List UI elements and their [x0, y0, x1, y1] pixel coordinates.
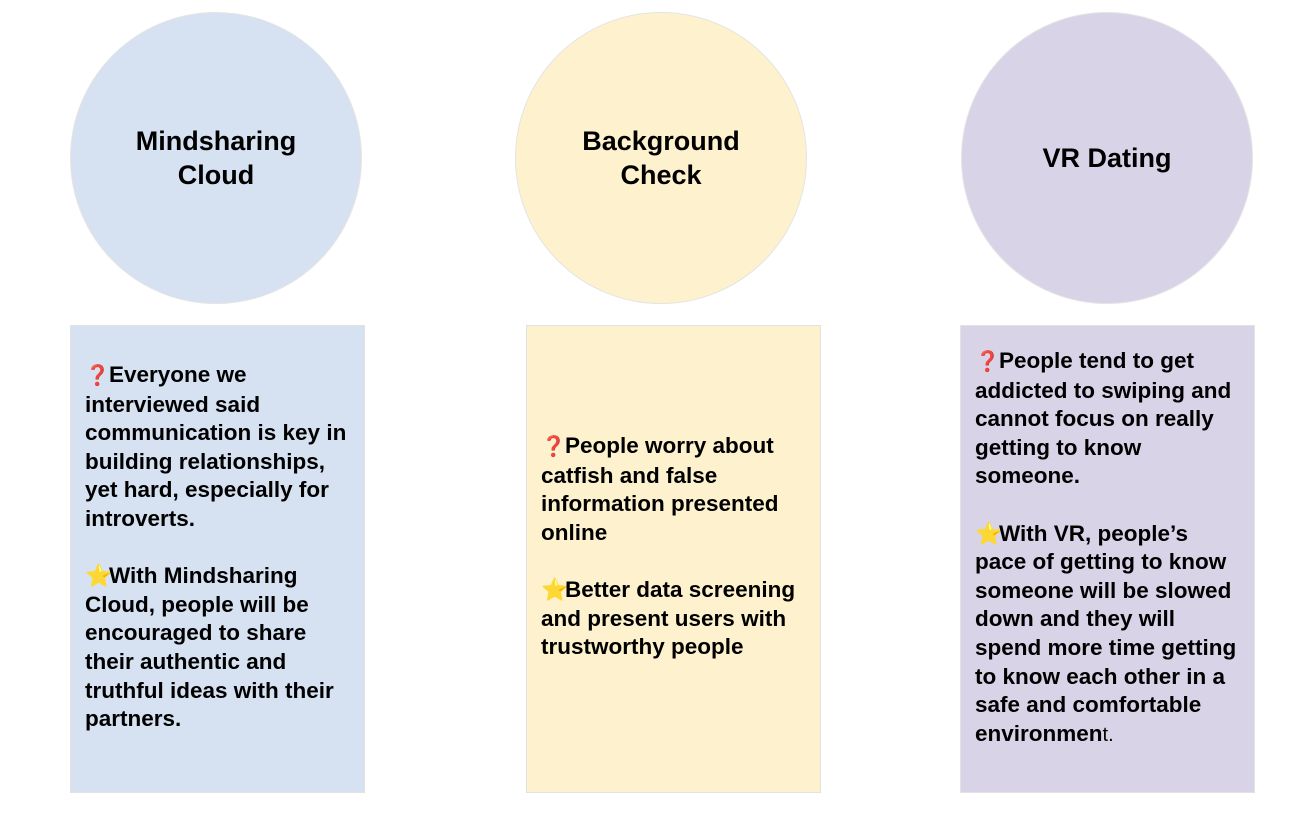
star-icon: ⭐	[975, 520, 1003, 546]
solution-text: With VR, people’s pace of getting to kno…	[975, 520, 1237, 746]
solution-paragraph: ⭐With Mindsharing Cloud, people will be …	[85, 562, 350, 734]
problem-paragraph: ❓Everyone we interviewed said communicat…	[85, 361, 350, 534]
background-check-title: Background Check	[582, 126, 740, 190]
solution-text: Better data screening and present users …	[541, 576, 796, 660]
star-icon: ⭐	[541, 576, 569, 602]
vr-dating-title: VR Dating	[1042, 143, 1172, 173]
question-mark-icon: ❓	[85, 365, 110, 387]
problem-text: Everyone we interviewed said communicati…	[85, 362, 347, 531]
solution-paragraph: ⭐With VR, people’s pace of getting to kn…	[975, 520, 1240, 750]
question-mark-icon: ❓	[541, 436, 566, 458]
solution-paragraph: ⭐Better data screening and present users…	[541, 576, 806, 662]
mindsharing-cloud-title: Mindsharing Cloud	[135, 126, 297, 190]
vr-dating-circle: VR Dating	[961, 12, 1253, 304]
problem-text: People worry about catfish and false inf…	[541, 433, 779, 545]
mindsharing-cloud-card: ❓Everyone we interviewed said communicat…	[70, 325, 365, 793]
solution-text-tail: t.	[1102, 723, 1114, 746]
problem-paragraph: ❓People tend to get addicted to swiping …	[975, 347, 1240, 491]
solution-text: With Mindsharing Cloud, people will be e…	[85, 563, 334, 732]
vr-dating-card: ❓People tend to get addicted to swiping …	[960, 325, 1255, 793]
problem-paragraph: ❓People worry about catfish and false in…	[541, 432, 806, 547]
background-check-card: ❓People worry about catfish and false in…	[526, 325, 821, 793]
question-mark-icon: ❓	[975, 351, 1000, 373]
star-icon: ⭐	[85, 563, 113, 589]
mindsharing-cloud-circle: Mindsharing Cloud	[70, 12, 362, 304]
problem-text: People tend to get addicted to swiping a…	[975, 348, 1232, 489]
background-check-circle: Background Check	[515, 12, 807, 304]
